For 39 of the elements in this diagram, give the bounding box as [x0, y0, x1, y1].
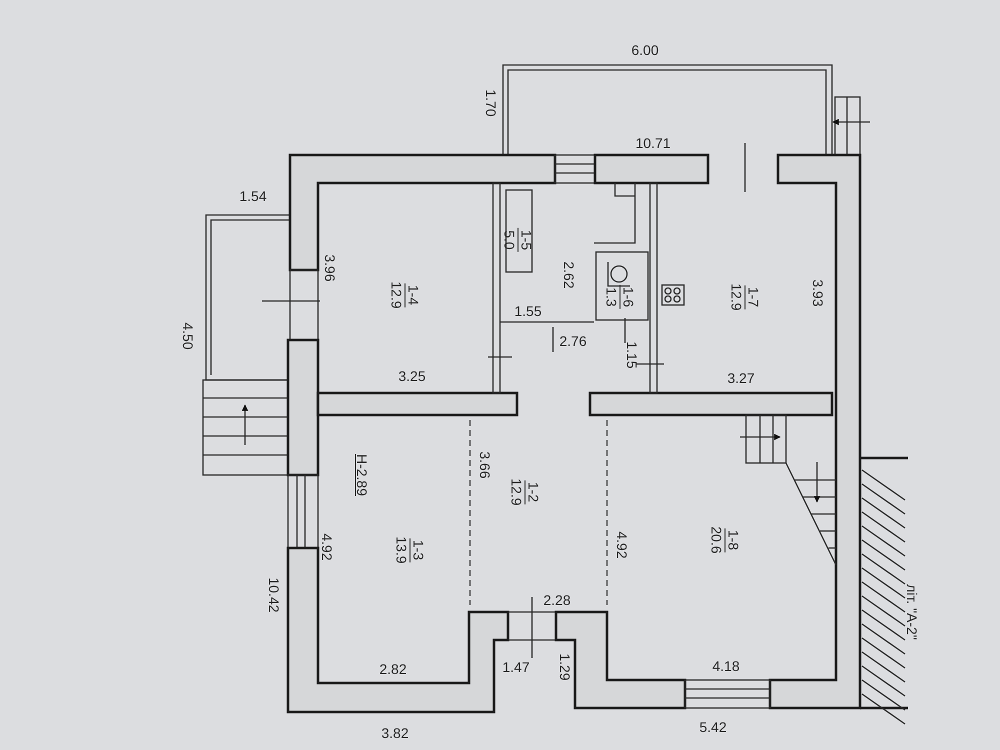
dimension-value: 4.50	[180, 322, 196, 350]
room-area-value: 12.9	[508, 477, 524, 508]
room-area-value: 1.3	[604, 286, 620, 309]
dimension-value: 1.70	[483, 89, 499, 117]
room-number: 1-4	[404, 282, 422, 308]
room-number: 1-5	[518, 228, 534, 252]
dimension-value: 4.92	[319, 533, 335, 561]
dimension-value: 3.25	[398, 368, 426, 384]
room-area-value: 12.9	[728, 282, 744, 313]
dimension-value: 4.92	[614, 531, 630, 559]
dimension-value: 3.93	[810, 279, 826, 307]
dimension-value: 1.29	[557, 653, 573, 681]
dimension-value: 2.76	[559, 333, 587, 349]
room-number: 1-3	[410, 538, 426, 562]
dimension-value: 2.28	[543, 592, 571, 608]
dimension-value: 2.82	[379, 661, 407, 677]
dimension-value: 1.47	[502, 659, 530, 675]
dimension-value: 3.66	[477, 451, 493, 479]
dimension-value: 10.42	[266, 577, 282, 613]
room-number: 1-6	[620, 284, 636, 310]
room-number: 1-8	[724, 528, 742, 552]
dimension-value: 5.42	[699, 719, 727, 735]
dimension-value: 1.54	[239, 188, 267, 204]
dimension-value: 10.71	[635, 135, 671, 151]
room-number: 1-7	[744, 284, 762, 310]
dimension-value: 3.27	[727, 370, 755, 386]
dimension-value: 3.82	[381, 725, 409, 741]
dimension-value: 3.96	[322, 254, 338, 282]
dimension-value: 2.62	[561, 261, 577, 289]
dimension-value: 1.15	[624, 341, 640, 369]
room-number: 1-2	[524, 480, 542, 504]
ceiling-height-label: Н-2.89	[354, 454, 370, 496]
dimension-value: 1.55	[514, 303, 542, 319]
room-area-value: 12.9	[388, 280, 404, 311]
dimension-value: 6.00	[631, 42, 659, 58]
building-letter-label: літ. "А-2"	[904, 584, 920, 640]
dimension-value: 4.18	[712, 658, 740, 674]
room-area-value: 13.9	[394, 535, 410, 566]
room-area-value: 20.6	[708, 525, 724, 556]
